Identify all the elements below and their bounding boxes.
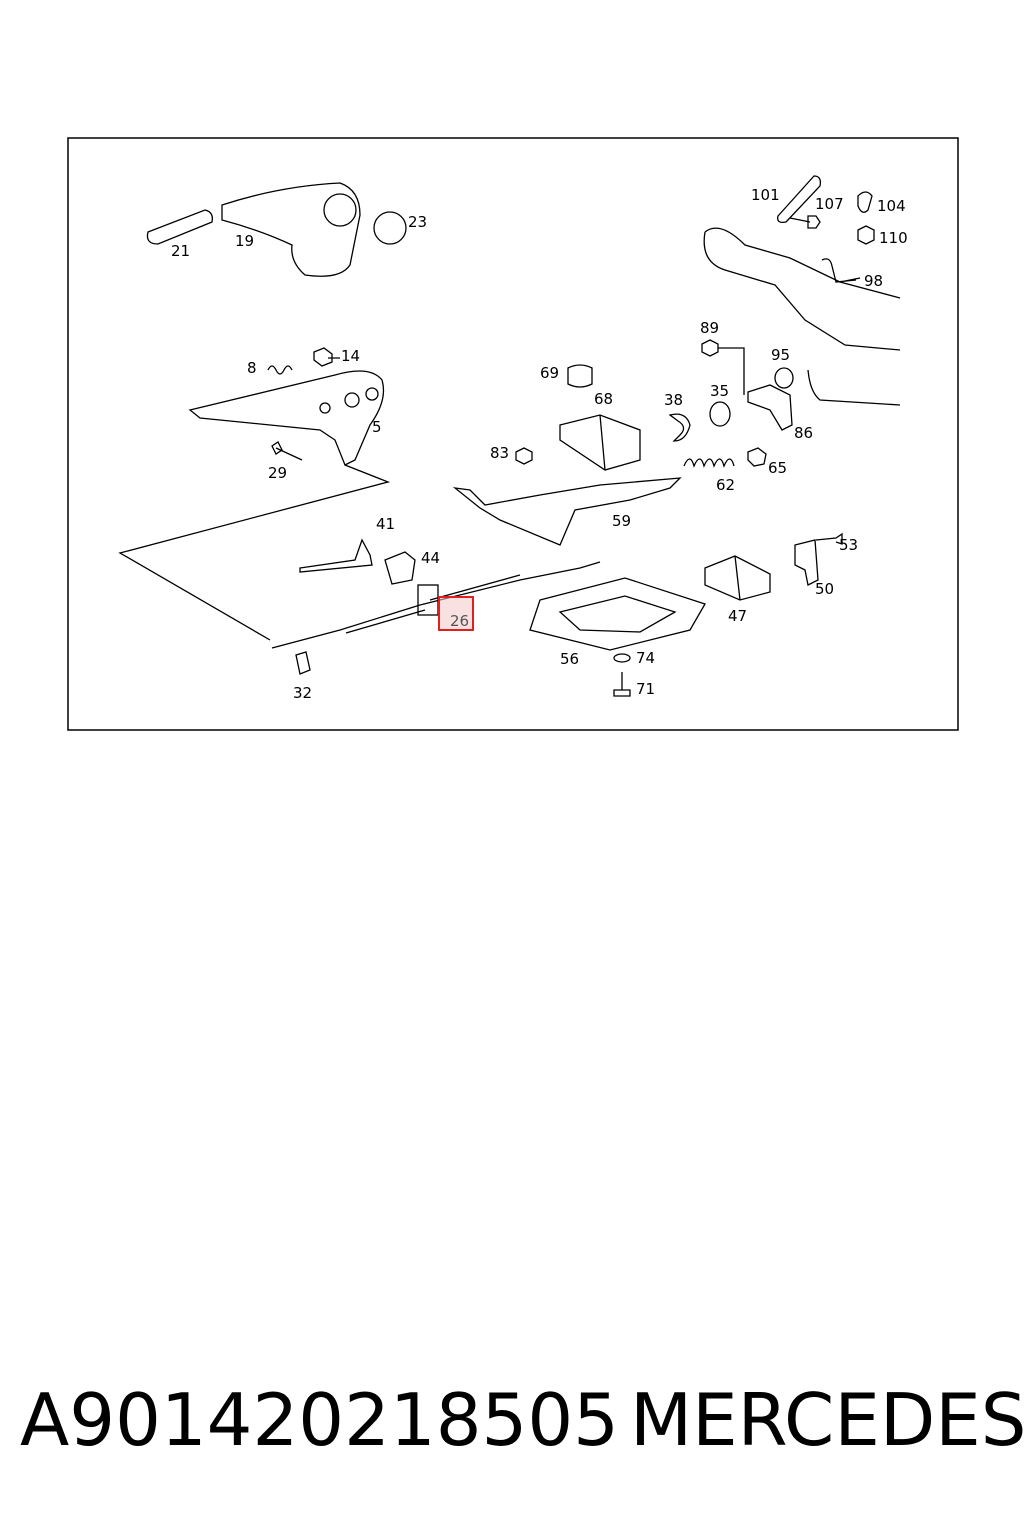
callout-21[interactable]: 21 [171, 242, 190, 260]
shaft-end-shape [807, 369, 901, 406]
part-14-shape [313, 347, 340, 367]
part-68-shape [559, 414, 641, 471]
parts-artwork [118, 175, 901, 697]
callout-68[interactable]: 68 [594, 390, 613, 408]
part-5-hole-c [365, 387, 379, 401]
callout-110[interactable]: 110 [879, 229, 908, 247]
callout-53[interactable]: 53 [839, 536, 858, 554]
part-5-shape [188, 370, 385, 466]
diagram-border [67, 137, 959, 731]
part-83-shape [515, 447, 533, 465]
caption-bar: A901420218505 MERCEDES [0, 1370, 1024, 1480]
part-5-hole-a [344, 392, 360, 408]
callout-107[interactable]: 107 [815, 195, 844, 213]
callout-59[interactable]: 59 [612, 512, 631, 530]
callout-19[interactable]: 19 [235, 232, 254, 250]
part-35-shape [709, 401, 731, 427]
part-71-shape [613, 672, 631, 697]
callout-5[interactable]: 5 [372, 418, 382, 436]
part-44-shape [384, 551, 416, 585]
shaft-assembly-shape [703, 227, 901, 351]
part-26-cable [271, 561, 601, 649]
part-69-shape [567, 364, 593, 388]
callout-41[interactable]: 41 [376, 515, 395, 533]
callout-47[interactable]: 47 [728, 607, 747, 625]
part-21-shape [146, 209, 213, 245]
callout-71[interactable]: 71 [636, 680, 655, 698]
callout-95[interactable]: 95 [771, 346, 790, 364]
part-number-text: A901420218505 [20, 1378, 619, 1462]
part-89-shape [701, 339, 745, 395]
part-32-shape [295, 651, 311, 675]
part-98-shape [821, 258, 861, 283]
part-56-inner [558, 595, 677, 633]
highlighted-callout-26[interactable]: 26 [438, 596, 474, 631]
part-47-shape [704, 555, 771, 601]
part-101-shape [777, 175, 822, 224]
part-110-shape [857, 225, 875, 245]
callout-35[interactable]: 35 [710, 382, 729, 400]
part-23-shape [373, 211, 407, 245]
callout-14[interactable]: 14 [341, 347, 360, 365]
part-86-shape [747, 384, 793, 431]
exploded-view-svg: 21 19 23 8 14 5 29 69 68 83 38 35 89 95 … [67, 137, 959, 731]
callout-104[interactable]: 104 [877, 197, 906, 215]
part-41-shape [299, 538, 373, 573]
part-104-shape [857, 191, 873, 213]
part-19-shape [221, 182, 361, 277]
callout-29[interactable]: 29 [268, 464, 287, 482]
callout-32[interactable]: 32 [293, 684, 312, 702]
part-38-shape [668, 413, 691, 442]
part-26-sheath [345, 574, 521, 634]
brand-text: MERCEDES [630, 1378, 1024, 1462]
callout-38[interactable]: 38 [664, 391, 683, 409]
part-5-hole-b [319, 402, 331, 414]
callout-56[interactable]: 56 [560, 650, 579, 668]
callout-86[interactable]: 86 [794, 424, 813, 442]
callout-89[interactable]: 89 [700, 319, 719, 337]
part-65-shape [747, 447, 767, 467]
part-59-shape [452, 477, 682, 546]
callout-labels: 21 19 23 8 14 5 29 69 68 83 38 35 89 95 … [171, 186, 908, 702]
callout-50[interactable]: 50 [815, 580, 834, 598]
callout-23[interactable]: 23 [408, 213, 427, 231]
part-8-shape [267, 365, 293, 375]
part-50-shape [794, 539, 819, 586]
callout-65[interactable]: 65 [768, 459, 787, 477]
callout-74[interactable]: 74 [636, 649, 655, 667]
callout-101[interactable]: 101 [751, 186, 780, 204]
part-95-shape [774, 367, 794, 389]
callout-8[interactable]: 8 [247, 359, 257, 377]
part-19-opening [323, 193, 357, 227]
callout-83[interactable]: 83 [490, 444, 509, 462]
part-107-shape [789, 215, 821, 229]
callout-26[interactable]: 26 [450, 612, 469, 630]
callout-98[interactable]: 98 [864, 272, 883, 290]
callout-69[interactable]: 69 [540, 364, 559, 382]
reference-lines [118, 464, 391, 641]
part-53-shape [815, 532, 843, 545]
highlight-box [438, 596, 474, 631]
part-74-shape [613, 653, 631, 663]
parts-diagram: 21 19 23 8 14 5 29 69 68 83 38 35 89 95 … [0, 0, 1024, 760]
part-29-shape [271, 441, 303, 461]
callout-44[interactable]: 44 [421, 549, 440, 567]
part-56-shape [529, 577, 706, 651]
callout-62[interactable]: 62 [716, 476, 735, 494]
part-62-shape [683, 458, 735, 468]
